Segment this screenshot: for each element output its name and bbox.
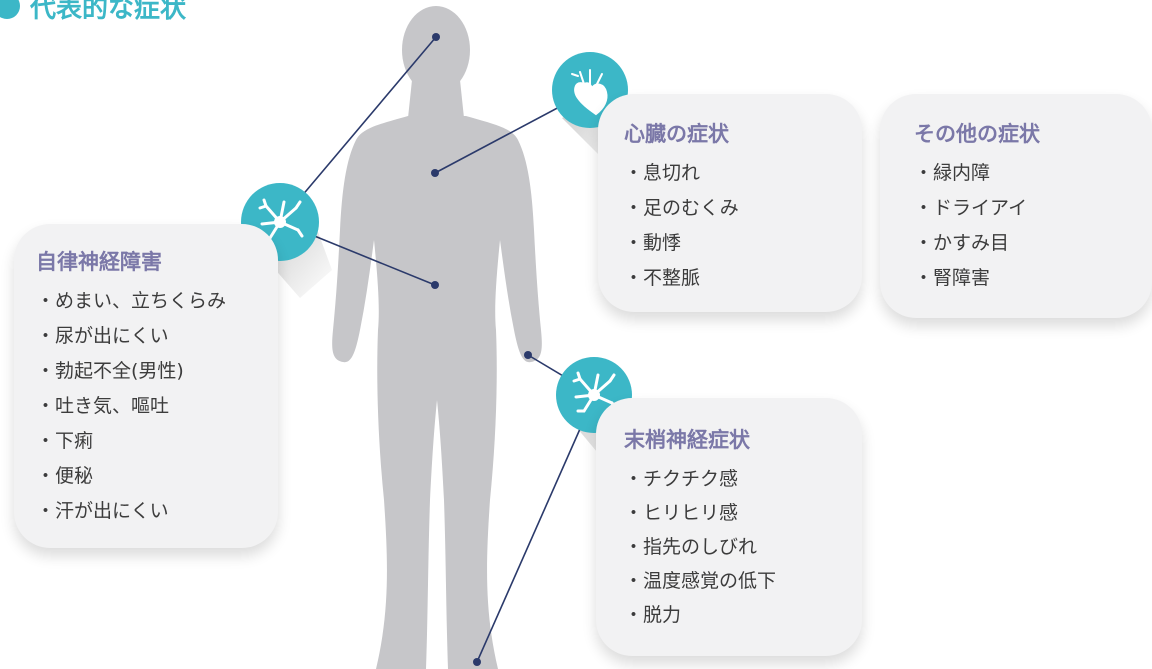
card-autonomic-heading: 自律神経障害: [36, 250, 162, 274]
list-item: 足のむくみ: [624, 191, 862, 226]
card-peripheral-heading: 末梢神経症状: [624, 428, 750, 452]
card-peripheral-neuropathy: 末梢神経症状 チクチク感 ヒリヒリ感 指先のしびれ 温度感覚の低下 脱力: [596, 398, 862, 656]
list-item: 腎障害: [914, 261, 1152, 296]
card-other-symptoms: その他の症状 緑内障 ドライアイ かすみ目 腎障害: [880, 94, 1152, 318]
connector-foot: [476, 394, 596, 663]
card-autonomic-neuropathy: 自律神経障害 めまい、立ちくらみ 尿が出にくい 勃起不全(男性) 吐き気、嘔吐 …: [14, 224, 278, 548]
list-item: 不整脈: [624, 261, 862, 296]
dot-head: [432, 33, 440, 41]
card-heart-symptoms: 心臓の症状 息切れ 足のむくみ 動悸 不整脈: [598, 94, 862, 312]
list-item: 下痢: [36, 424, 278, 459]
symptom-list: チクチク感 ヒリヒリ感 指先のしびれ 温度感覚の低下 脱力: [624, 462, 862, 632]
list-item: チクチク感: [624, 462, 862, 496]
list-item: かすみ目: [914, 226, 1152, 261]
list-item: 温度感覚の低下: [624, 564, 862, 598]
symptom-list: 息切れ 足のむくみ 動悸 不整脈: [624, 156, 862, 296]
connector-dots: [431, 33, 532, 666]
list-item: 動悸: [624, 226, 862, 261]
card-other-heading: その他の症状: [914, 122, 1040, 146]
list-item: ドライアイ: [914, 191, 1152, 226]
connector-chest: [434, 95, 581, 174]
title-bullet-icon: [0, 0, 20, 19]
dot-chest: [431, 169, 439, 177]
list-item: 緑内障: [914, 156, 1152, 191]
list-item: 吐き気、嘔吐: [36, 389, 278, 424]
dot-abdomen: [431, 281, 439, 289]
connector-head: [289, 36, 437, 211]
dot-foot: [473, 658, 481, 666]
list-item: めまい、立ちくらみ: [36, 284, 278, 319]
human-silhouette: [332, 6, 542, 669]
list-item: 脱力: [624, 598, 862, 632]
title-text: 代表的な症状: [30, 0, 187, 24]
symptom-list: 緑内障 ドライアイ かすみ目 腎障害: [914, 156, 1152, 296]
list-item: 尿が出にくい: [36, 319, 278, 354]
page-title: 代表的な症状: [0, 0, 186, 24]
list-item: 指先のしびれ: [624, 530, 862, 564]
symptom-list: めまい、立ちくらみ 尿が出にくい 勃起不全(男性) 吐き気、嘔吐 下痢 便秘 汗…: [36, 284, 278, 529]
list-item: 息切れ: [624, 156, 862, 191]
list-item: 汗が出にくい: [36, 494, 278, 529]
dot-hand: [524, 351, 532, 359]
card-heart-heading: 心臓の症状: [624, 122, 729, 146]
list-item: 便秘: [36, 459, 278, 494]
list-item: ヒリヒリ感: [624, 496, 862, 530]
list-item: 勃起不全(男性): [36, 354, 278, 389]
